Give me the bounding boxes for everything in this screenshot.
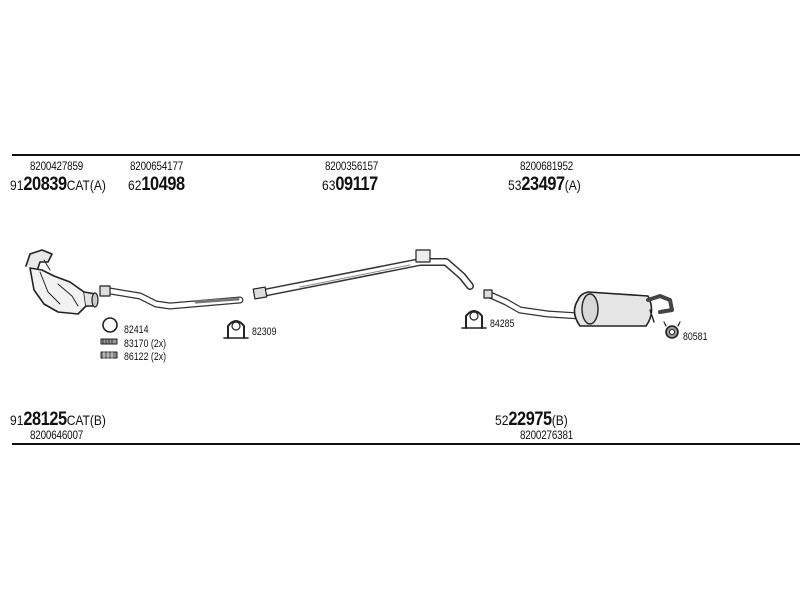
catalyst-drawing bbox=[25, 249, 99, 315]
ring-drawing bbox=[102, 317, 118, 333]
rear-silencer-drawing bbox=[483, 289, 674, 327]
clamp-rear-label: 84285 bbox=[490, 318, 515, 330]
bottom-divider bbox=[12, 443, 800, 445]
catalyst-oe-number: 8200427859 bbox=[30, 159, 84, 173]
middle-pipe-drawing bbox=[252, 249, 474, 300]
top-divider bbox=[12, 154, 800, 156]
clamp-front-label: 82309 bbox=[252, 326, 277, 338]
rear-silencer-b-oe-number: 8200276381 bbox=[520, 428, 574, 442]
rear-silencer-number: 23497 bbox=[521, 174, 565, 195]
clamp-front-drawing bbox=[223, 320, 249, 339]
rubber-mount-drawing bbox=[663, 321, 681, 339]
rear-silencer-oe-number: 8200681952 bbox=[520, 159, 574, 173]
front-pipe-oe-number: 8200654177 bbox=[130, 159, 184, 173]
bolt-label: 83170 (2x) bbox=[124, 338, 167, 350]
catalyst-suffix: CAT(A) bbox=[66, 177, 106, 193]
rubber-mount-label: 80581 bbox=[683, 331, 708, 343]
clamp-rear-drawing bbox=[461, 310, 487, 329]
catalyst-b-number: 28125 bbox=[23, 409, 67, 430]
front-pipe-prefix: 62 bbox=[128, 177, 142, 193]
catalyst-part-number: 9120839CAT(A) bbox=[10, 175, 106, 194]
rear-silencer-part-number: 5323497(A) bbox=[508, 175, 581, 194]
middle-pipe-prefix: 63 bbox=[322, 177, 336, 193]
rear-silencer-b-number: 22975 bbox=[508, 409, 552, 430]
catalyst-b-suffix: CAT(B) bbox=[66, 412, 106, 428]
catalyst-b-oe-number: 8200646007 bbox=[30, 428, 84, 442]
front-pipe-drawing bbox=[99, 285, 244, 310]
catalyst-b-part-number: 9128125CAT(B) bbox=[10, 410, 106, 429]
middle-pipe-part-number: 6309117 bbox=[322, 175, 378, 194]
rear-silencer-b-part-number: 5222975(B) bbox=[495, 410, 568, 429]
spring-label: 86122 (2x) bbox=[124, 351, 167, 363]
catalyst-number: 20839 bbox=[23, 174, 67, 195]
front-pipe-part-number: 6210498 bbox=[128, 175, 185, 194]
ring-label: 82414 bbox=[124, 324, 149, 336]
front-pipe-number: 10498 bbox=[141, 174, 185, 195]
rear-silencer-b-suffix: (B) bbox=[551, 412, 568, 428]
rear-silencer-prefix: 53 bbox=[508, 177, 522, 193]
bolt-drawing bbox=[100, 338, 118, 345]
spring-drawing bbox=[100, 351, 118, 359]
catalyst-prefix: 91 bbox=[10, 177, 24, 193]
middle-pipe-oe-number: 8200356157 bbox=[325, 159, 379, 173]
catalyst-b-prefix: 91 bbox=[10, 412, 24, 428]
rear-silencer-suffix: (A) bbox=[564, 177, 581, 193]
rear-silencer-b-prefix: 52 bbox=[495, 412, 509, 428]
middle-pipe-number: 09117 bbox=[335, 174, 378, 195]
